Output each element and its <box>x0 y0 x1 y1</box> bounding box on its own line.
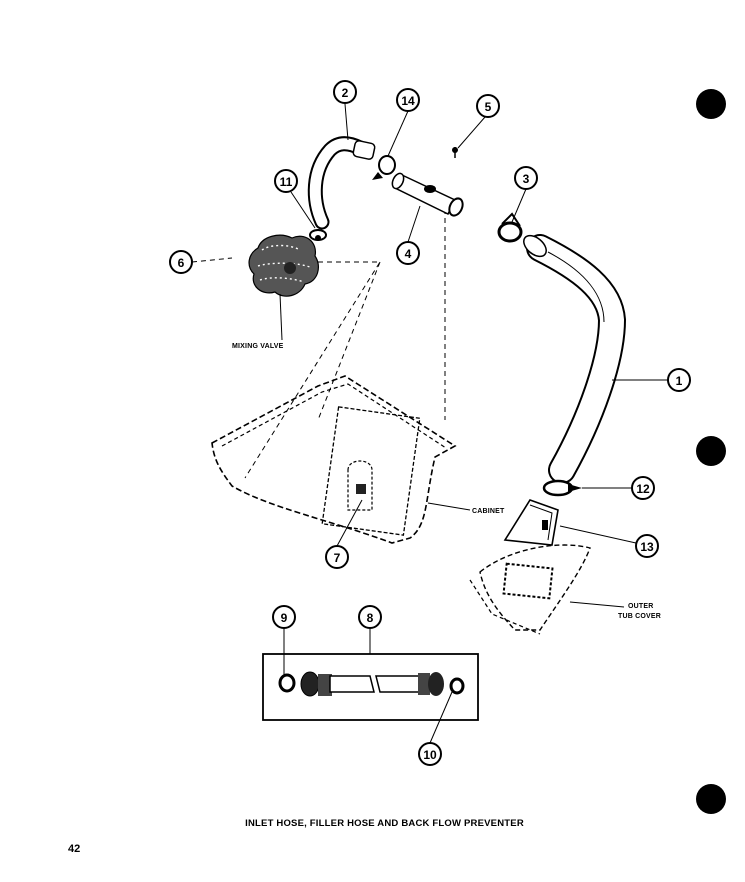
callout-1: 1 <box>676 374 683 388</box>
hose-clamp-12 <box>542 479 582 497</box>
callout-4: 4 <box>405 247 412 261</box>
callout-12: 12 <box>636 482 650 496</box>
inlet-funnel <box>503 499 559 546</box>
label-outer-tub-cover-1: OUTER <box>628 603 654 610</box>
inlet-hose-kit <box>262 653 479 721</box>
binder-holes <box>696 89 726 814</box>
label-cabinet: CABINET <box>472 508 505 515</box>
callout-11: 11 <box>280 175 293 189</box>
hose-clamp-14 <box>372 155 396 180</box>
leader-lines <box>191 200 446 479</box>
callout-circles <box>169 80 691 766</box>
label-outer-tub-cover-2: TUB COVER <box>618 613 661 620</box>
callout-leaders <box>279 103 668 744</box>
hose-clamp-3 <box>497 212 523 243</box>
callout-10: 10 <box>423 748 437 762</box>
callout-14: 14 <box>401 94 415 108</box>
callout-7: 7 <box>334 551 341 565</box>
cabinet <box>211 375 457 544</box>
outer-tub-cover <box>469 544 591 635</box>
callout-6: 6 <box>178 256 185 270</box>
callout-9: 9 <box>281 611 288 625</box>
diagram-caption: INLET HOSE, FILLER HOSE AND BACK FLOW PR… <box>245 818 524 829</box>
callout-8: 8 <box>367 611 374 625</box>
callout-3: 3 <box>523 172 530 186</box>
hose-clamp-small <box>309 229 327 241</box>
callout-5: 5 <box>485 100 492 114</box>
filler-hose <box>523 234 627 484</box>
callout-13: 13 <box>640 540 654 554</box>
page-number: 42 <box>68 843 81 855</box>
callout-2: 2 <box>342 86 349 100</box>
label-mixing-valve: MIXING VALVE <box>232 343 284 350</box>
connector-tube <box>391 147 464 217</box>
fill-hose-segment <box>307 136 376 230</box>
mixing-valve <box>248 234 319 297</box>
